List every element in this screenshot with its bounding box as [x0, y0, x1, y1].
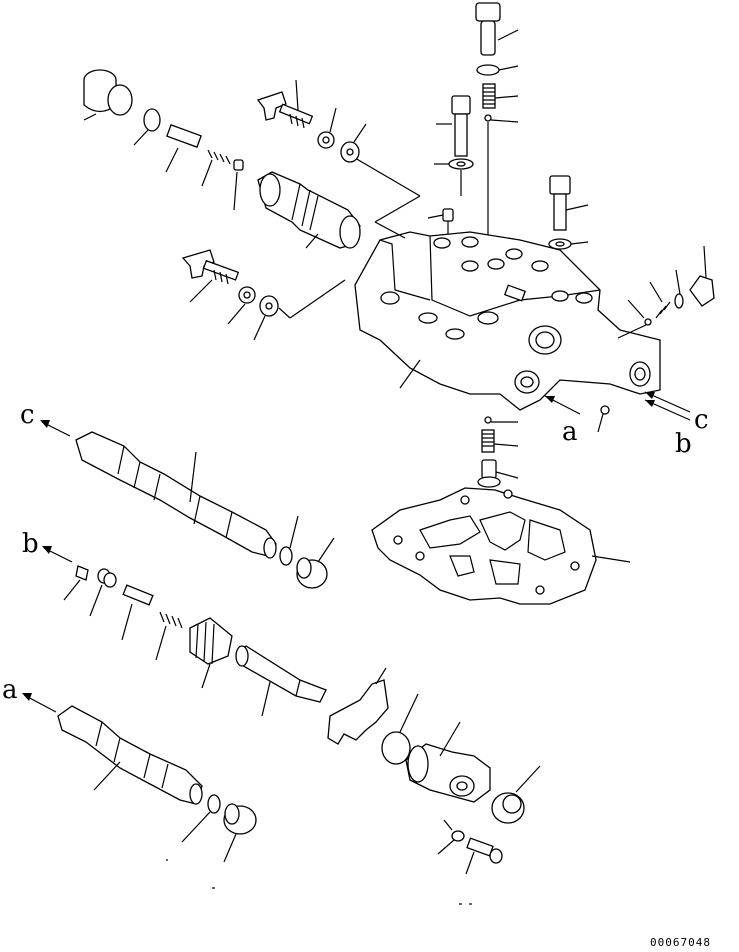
arrow-a-left: [22, 693, 57, 713]
arrow-a-right: [544, 395, 581, 415]
spring-top-left: [201, 149, 231, 187]
sleeve: [405, 721, 491, 803]
right-spring: [649, 281, 671, 319]
valve-body: [354, 231, 661, 411]
o-ring-c: [279, 515, 299, 566]
seal-nut-top: [340, 123, 367, 163]
right-o-ring: [674, 269, 684, 309]
right-ball: [617, 299, 652, 339]
top-plug-bolt: [475, 2, 519, 56]
plug-a: [223, 803, 257, 863]
arrow-b-right: [644, 399, 691, 421]
callout-c-right: c: [694, 405, 709, 435]
spool-b-shaft: [235, 645, 327, 717]
callout-a-left: a: [2, 675, 18, 705]
leader-top-left: [354, 157, 421, 239]
mounting-bolt-right: [549, 175, 589, 231]
o-ring-a: [181, 794, 221, 843]
spring-b: [155, 611, 183, 661]
ball-top-left: [233, 159, 244, 211]
lower-plug: [477, 459, 519, 488]
spool-b-upper: [189, 617, 233, 689]
plug-c: [296, 537, 335, 589]
plunger-b: [121, 584, 154, 641]
arrow-c-right: [644, 391, 691, 413]
right-plug: [689, 245, 715, 307]
o-ring-top-left: [133, 108, 161, 146]
drawing-code: 00067048: [650, 936, 711, 949]
callout-b-left: b: [22, 529, 39, 559]
small-ball-body: [597, 405, 610, 433]
washer-left: [434, 158, 474, 196]
washer-bottom: [437, 819, 465, 855]
adjust-bracket-middle: [181, 249, 240, 303]
callout-b-right: b: [675, 429, 692, 459]
lower-check-ball: [484, 416, 518, 424]
lower-spring: [481, 429, 519, 453]
spool-c: [75, 431, 277, 559]
callout-a-right: a: [562, 417, 578, 447]
o-ring-lever: [381, 693, 419, 765]
mounting-bolt-left: [436, 95, 471, 157]
arrow-c-left: [40, 420, 71, 437]
nut-top: [317, 107, 337, 149]
detent-lever: [327, 667, 389, 745]
nut-middle: [227, 286, 256, 325]
spool-a: [57, 705, 203, 805]
o-ring-b: [89, 568, 117, 617]
spool-top-left: [257, 171, 361, 249]
top-o-ring: [476, 64, 519, 76]
end-cap-top-left: [83, 69, 133, 121]
ball-b: [63, 565, 89, 601]
adjust-bracket-top: [256, 79, 314, 129]
top-spring: [482, 83, 519, 109]
seal-nut-middle: [253, 279, 346, 341]
arrow-b-left: [42, 546, 73, 563]
seal-cap: [491, 765, 541, 824]
bolt-bottom: [465, 837, 503, 875]
separator-plate: [371, 487, 631, 605]
callout-c-left: c: [20, 400, 35, 430]
plunger-top-left: [165, 124, 202, 173]
